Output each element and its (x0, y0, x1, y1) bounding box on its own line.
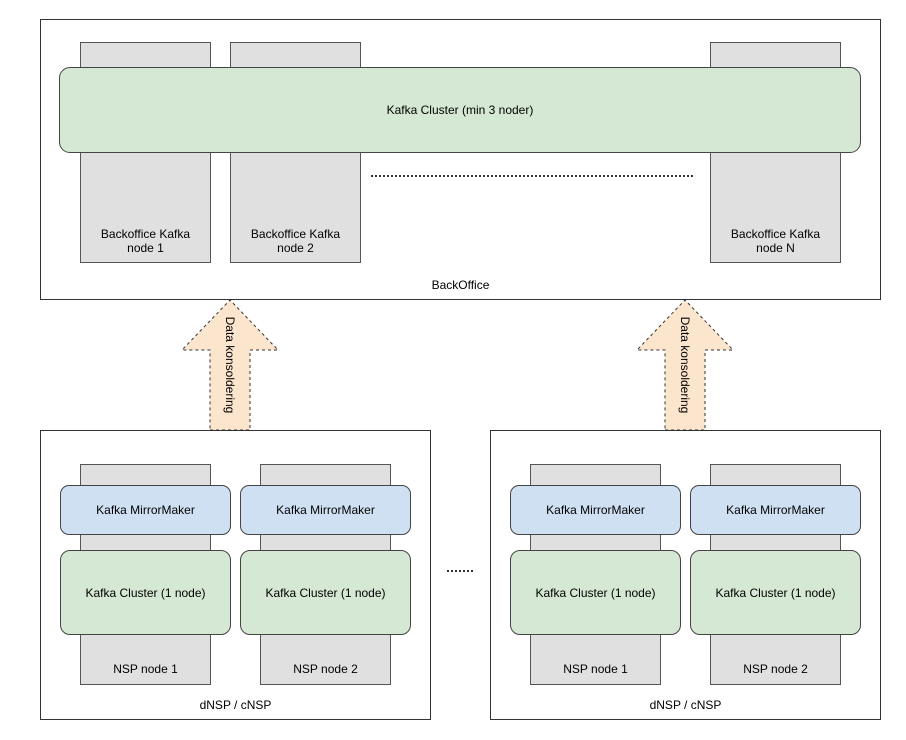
kafka-mirrormaker: Kafka MirrorMaker (240, 485, 411, 535)
nsp-node-label: NSP node 2 (293, 662, 358, 676)
kafka-mirrormaker: Kafka MirrorMaker (690, 485, 861, 535)
backoffice-node-n-label: Backoffice Kafka node N (730, 227, 821, 255)
data-consolidation-arrow-right (635, 299, 735, 431)
site-caption-left: dNSP / cNSP (199, 698, 272, 712)
kafka-cluster-single: Kafka Cluster (1 node) (510, 550, 681, 635)
backoffice-node-1-label: Backoffice Kafka node 1 (100, 227, 191, 255)
kafka-cluster-single: Kafka Cluster (1 node) (60, 550, 231, 635)
nsp-node-label: NSP node 1 (113, 662, 178, 676)
kafka-cluster-single: Kafka Cluster (1 node) (690, 550, 861, 635)
backoffice-caption: BackOffice (431, 278, 490, 292)
arrow-label-left: Data konsoldering (223, 316, 237, 414)
backoffice-kafka-cluster: Kafka Cluster (min 3 noder) (59, 67, 861, 153)
nsp-node-label: NSP node 2 (743, 662, 808, 676)
site-caption-right: dNSP / cNSP (649, 698, 722, 712)
kafka-mirrormaker: Kafka MirrorMaker (60, 485, 231, 535)
backoffice-cluster-label: Kafka Cluster (min 3 noder) (386, 103, 534, 117)
data-consolidation-arrow-left (180, 299, 280, 431)
arrow-label-right: Data konsoldering (678, 316, 692, 414)
nsp-node-label: NSP node 1 (563, 662, 628, 676)
backoffice-node-2-label: Backoffice Kafka node 2 (250, 227, 341, 255)
kafka-cluster-single: Kafka Cluster (1 node) (240, 550, 411, 635)
kafka-mirrormaker: Kafka MirrorMaker (510, 485, 681, 535)
